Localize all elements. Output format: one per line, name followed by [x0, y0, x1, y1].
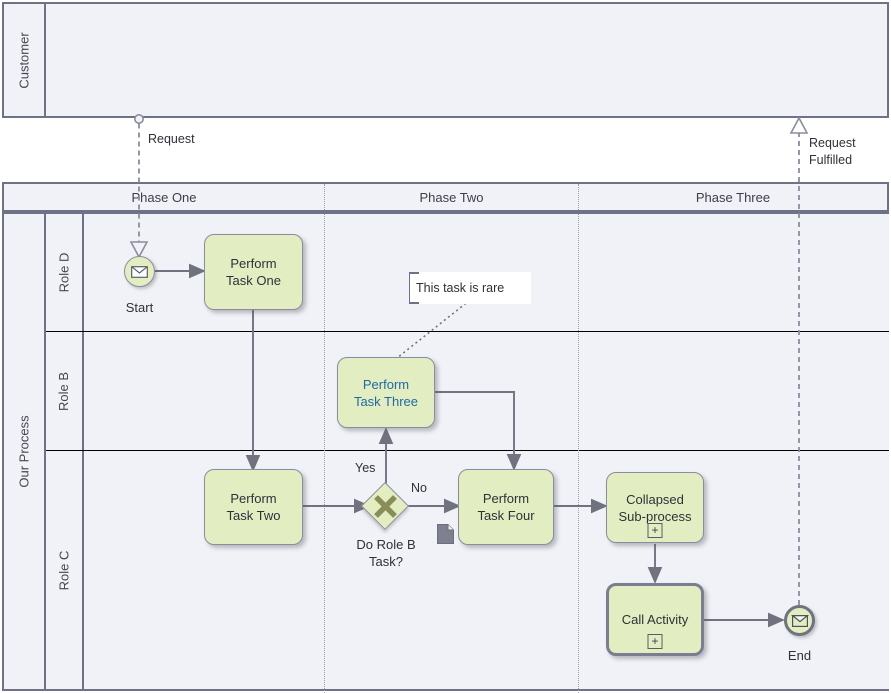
gateway-label-line1: Do Role B [356, 537, 416, 552]
lane-role-c-header: Role C [46, 451, 84, 689]
message-flow-fulfilled-label-2: Fulfilled [809, 153, 853, 167]
call-activity-expand-marker-icon[interactable]: + [647, 634, 663, 649]
message-flow-request-label: Request [148, 132, 195, 146]
task-perform-task-one[interactable]: Perform Task One [204, 234, 303, 310]
phase-cell-two[interactable]: Phase Two [324, 184, 578, 210]
lane-role-c-label: Role C [56, 550, 72, 590]
task-perform-task-three[interactable]: Perform Task Three [337, 357, 435, 428]
gateway-label-line2: Task? [369, 554, 403, 569]
pool-our-process-header: Our Process [4, 214, 46, 689]
task-four-line2: Task Four [477, 508, 535, 523]
task-two-line2: Task Two [226, 508, 281, 523]
edge-label-no: No [411, 481, 427, 495]
phase-band: Phase One Phase Two Phase Three [2, 182, 889, 212]
phase-cell-three[interactable]: Phase Three [578, 184, 887, 210]
end-event-label: End [787, 648, 812, 663]
start-event[interactable] [124, 256, 155, 287]
task-collapsed-subprocess[interactable]: Collapsed Sub-process + [606, 472, 704, 543]
task-four-line1: Perform [482, 491, 530, 506]
edge-label-yes: Yes [355, 461, 376, 475]
start-event-label: Start [125, 300, 154, 315]
task-one-line2: Task One [226, 273, 281, 288]
call-activity-line1: Call Activity [621, 612, 689, 627]
phase-cell-one[interactable]: Phase One [131, 189, 197, 205]
envelope-icon [131, 265, 148, 278]
subprocess-line2: Sub-process [618, 508, 692, 524]
task-call-activity[interactable]: Call Activity + [606, 583, 704, 656]
lane-role-d-header: Role D [46, 214, 84, 331]
end-event[interactable] [784, 605, 815, 636]
task-perform-task-four[interactable]: Perform Task Four [458, 469, 554, 545]
pool-customer[interactable]: Customer [2, 2, 889, 118]
lane-role-d-label: Role D [56, 252, 72, 293]
lane-role-b-label: Role B [56, 371, 72, 411]
task-two-line1: Perform [230, 491, 277, 506]
pool-customer-label: Customer [16, 31, 32, 89]
pool-our-process-label: Our Process [16, 415, 32, 488]
subprocess-line1: Collapsed [626, 491, 684, 507]
task-three-line1: Perform [362, 376, 410, 392]
envelope-filled-icon [790, 614, 809, 627]
text-annotation[interactable]: This task is rare [409, 272, 531, 304]
pool-customer-header: Customer [4, 4, 46, 116]
task-one-line1: Perform [230, 256, 277, 271]
subprocess-expand-marker-icon[interactable]: + [647, 523, 663, 538]
lane-role-b-header: Role B [46, 332, 84, 450]
message-flow-fulfilled-label-1: Request [809, 136, 856, 150]
lane-role-b[interactable]: Role B [46, 331, 889, 450]
message-flow-fulfilled-arrowhead [789, 116, 809, 134]
phase-separator-2 [578, 214, 579, 693]
phase-separator-1 [324, 214, 325, 693]
task-perform-task-two[interactable]: Perform Task Two [204, 469, 303, 545]
text-annotation-text: This task is rare [416, 281, 505, 295]
task-three-line2: Task Three [353, 393, 419, 409]
data-object-icon[interactable] [437, 524, 454, 544]
